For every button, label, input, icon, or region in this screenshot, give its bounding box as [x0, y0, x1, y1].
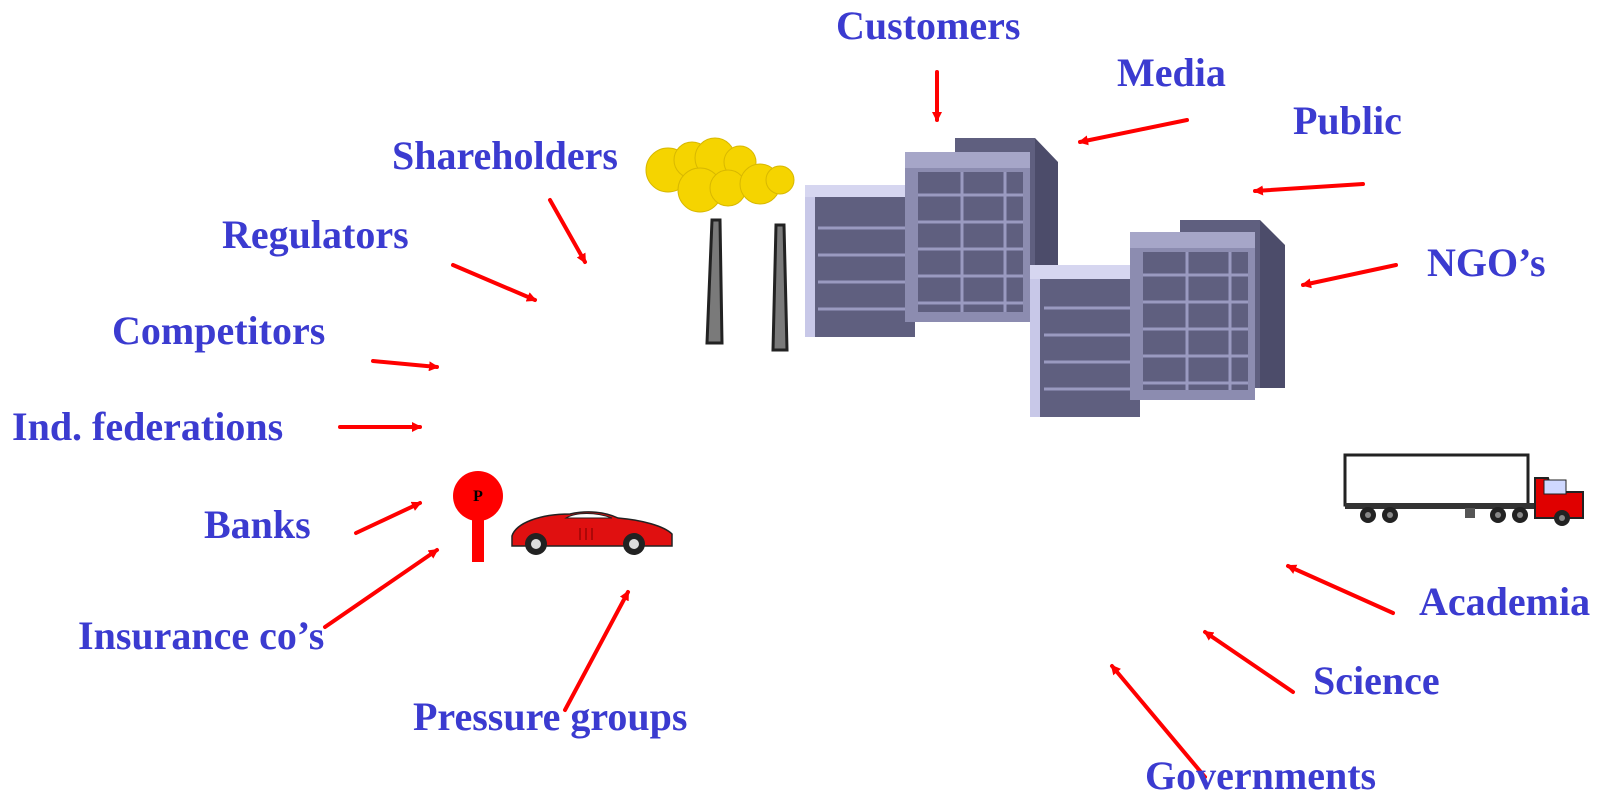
- label-competitors: Competitors: [112, 308, 326, 353]
- label-science: Science: [1313, 658, 1440, 703]
- label-academia: Academia: [1419, 579, 1591, 624]
- arrow-shareholders: [548, 198, 587, 264]
- truck-icon: [1343, 453, 1584, 526]
- arrow-science: [1203, 630, 1295, 694]
- label-customers: Customers: [836, 3, 1021, 48]
- label-public: Public: [1293, 98, 1402, 143]
- label-regulators: Regulators: [222, 212, 409, 257]
- label-ngos: NGO’s: [1427, 240, 1546, 285]
- arrow-governments: [1110, 664, 1207, 779]
- label-media: Media: [1117, 50, 1226, 95]
- sports-car-icon: [511, 511, 673, 555]
- parking-sign-letter: P: [473, 488, 483, 505]
- arrow-pressure-groups: [563, 590, 630, 712]
- label-insurance: Insurance co’s: [78, 613, 325, 658]
- arrow-public: [1253, 182, 1365, 196]
- office-buildings-icon: [805, 138, 1285, 417]
- label-banks: Banks: [204, 502, 311, 547]
- tree-icon: [645, 137, 795, 352]
- arrow-ngos: [1301, 263, 1398, 289]
- label-pressure-groups: Pressure groups: [413, 694, 688, 739]
- parking-sign-icon: P: [453, 471, 503, 562]
- arrow-academia: [1286, 564, 1395, 615]
- label-shareholders: Shareholders: [392, 133, 618, 178]
- arrow-regulators: [451, 263, 537, 302]
- label-ind-federations: Ind. federations: [12, 404, 284, 449]
- arrow-banks: [354, 501, 422, 535]
- arrow-insurance: [323, 548, 439, 629]
- arrow-media: [1078, 118, 1189, 146]
- arrow-competitors: [371, 359, 439, 372]
- label-governments: Governments: [1145, 753, 1377, 798]
